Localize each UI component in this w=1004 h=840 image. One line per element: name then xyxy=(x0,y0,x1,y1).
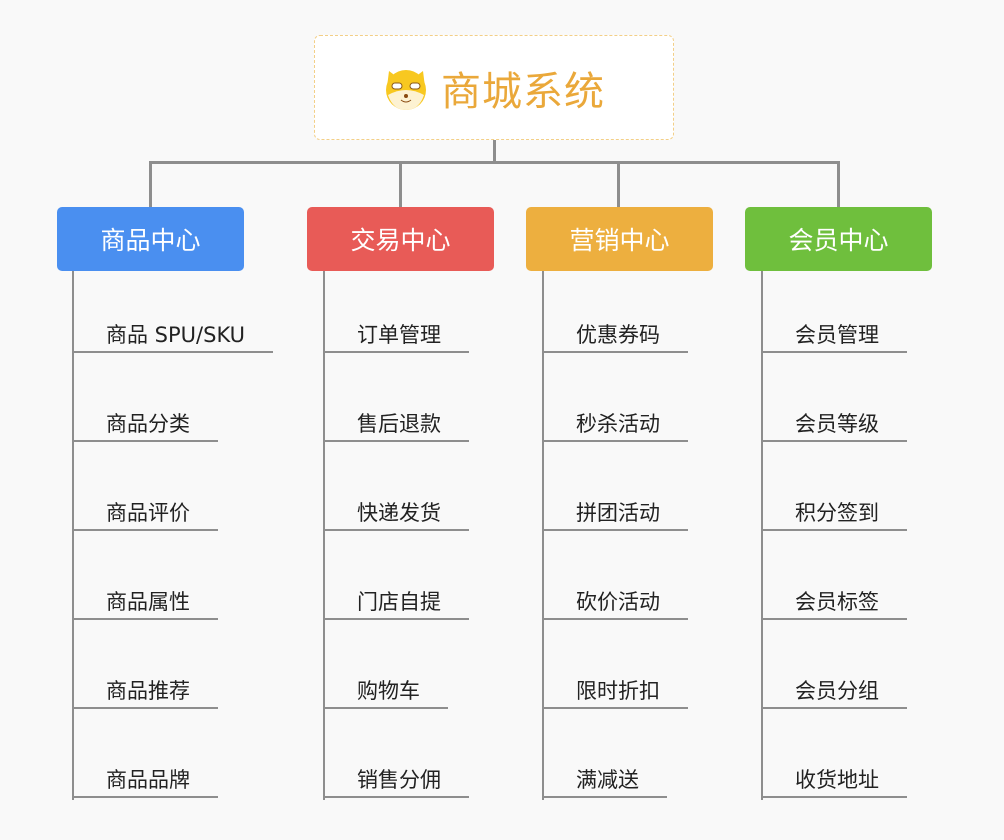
root-node: 商城系统 xyxy=(314,35,674,140)
connector-drop xyxy=(837,161,840,207)
category-label: 营销中心 xyxy=(569,226,670,255)
list-item: 商品 SPU/SKU xyxy=(74,323,274,353)
list-item: 订单管理 xyxy=(325,323,469,353)
list-item: 商品属性 xyxy=(74,590,218,620)
list-item: 满减送 xyxy=(544,768,667,798)
root-title: 商城系统 xyxy=(441,68,605,115)
category-label: 会员中心 xyxy=(788,226,889,255)
connector-bar xyxy=(149,161,840,164)
list-item: 门店自提 xyxy=(325,590,469,620)
list-item: 售后退款 xyxy=(325,412,469,442)
shiba-dog-icon xyxy=(386,69,426,110)
category-marketing: 营销中心 xyxy=(526,207,713,271)
list-item: 销售分佣 xyxy=(325,768,469,798)
connector-drop xyxy=(399,161,402,207)
category-trade: 交易中心 xyxy=(307,207,494,271)
category-label: 商品中心 xyxy=(100,226,201,255)
list-item: 秒杀活动 xyxy=(544,412,688,442)
list-item: 会员标签 xyxy=(763,590,907,620)
connector-drop xyxy=(149,161,152,207)
list-item: 商品分类 xyxy=(74,412,218,442)
list-item: 商品评价 xyxy=(74,501,218,531)
connector-drop xyxy=(617,161,620,207)
list-item: 优惠券码 xyxy=(544,323,688,353)
list-item: 会员分组 xyxy=(763,679,907,709)
category-member: 会员中心 xyxy=(745,207,932,271)
list-item: 收货地址 xyxy=(763,768,907,798)
list-item: 砍价活动 xyxy=(544,590,688,620)
category-trade-list: 订单管理售后退款快递发货门店自提购物车销售分佣 xyxy=(323,271,469,800)
list-item: 商品品牌 xyxy=(74,768,218,798)
category-marketing-list: 优惠券码秒杀活动拼团活动砍价活动限时折扣满减送 xyxy=(542,271,688,800)
category-product: 商品中心 xyxy=(57,207,244,271)
connector-trunk xyxy=(493,140,496,163)
list-item: 会员等级 xyxy=(763,412,907,442)
list-item: 购物车 xyxy=(325,679,448,709)
list-item: 商品推荐 xyxy=(74,679,218,709)
category-member-list: 会员管理会员等级积分签到会员标签会员分组收货地址 xyxy=(761,271,907,800)
list-item: 限时折扣 xyxy=(544,679,688,709)
list-item: 积分签到 xyxy=(763,501,907,531)
list-item: 会员管理 xyxy=(763,323,907,353)
category-product-list: 商品 SPU/SKU 商品分类商品评价商品属性商品推荐商品品牌 xyxy=(72,271,274,800)
category-label: 交易中心 xyxy=(350,226,451,255)
list-item: 快递发货 xyxy=(325,501,469,531)
list-item: 拼团活动 xyxy=(544,501,688,531)
